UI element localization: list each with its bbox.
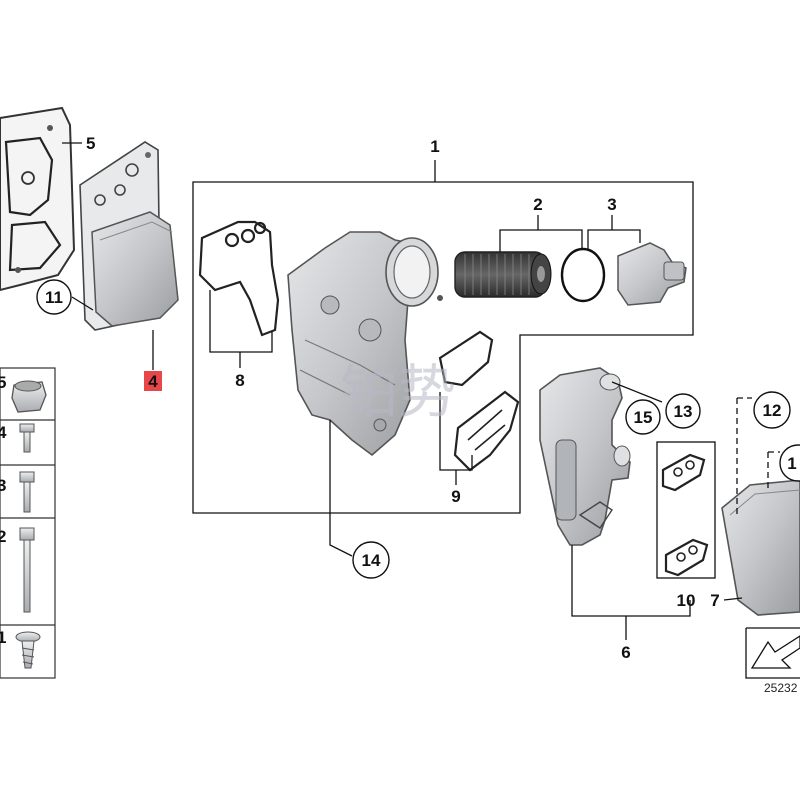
leader-16 <box>767 451 780 492</box>
callout-14[interactable]: 14 <box>362 551 381 570</box>
gasket-9[interactable] <box>438 330 520 472</box>
panel-row-2[interactable]: 2 <box>0 527 6 546</box>
callout-3[interactable]: 3 <box>607 195 616 214</box>
callout-8[interactable]: 8 <box>235 371 244 390</box>
hardware-panel <box>0 367 56 679</box>
leader-8 <box>209 290 273 368</box>
gasket-8[interactable] <box>198 220 280 337</box>
orientation-symbol <box>745 627 800 679</box>
callout-1[interactable]: 1 <box>430 137 439 156</box>
oil-filter-housing[interactable] <box>287 231 443 457</box>
panel-row-4[interactable]: 4 <box>0 423 7 442</box>
callout-16[interactable]: 1 <box>787 454 796 473</box>
filter-element-2[interactable] <box>454 251 552 298</box>
leader-2 <box>499 215 583 252</box>
gasket-5[interactable] <box>0 106 76 292</box>
panel-row-1[interactable]: 1 <box>0 628 6 647</box>
assembly-1-outline <box>192 181 694 514</box>
watermark: 铂势 <box>340 358 456 426</box>
callout-9[interactable]: 9 <box>451 487 460 506</box>
oil-housing-6[interactable] <box>539 367 631 546</box>
clip-nut-icon <box>11 380 47 413</box>
callout-4[interactable]: 4 <box>148 372 158 391</box>
callout-11[interactable]: 11 <box>45 288 63 307</box>
callout-16-circle <box>779 444 800 482</box>
callout-15[interactable]: 15 <box>634 408 653 427</box>
leader-6 <box>571 545 691 640</box>
callout-4-highlight <box>144 371 162 391</box>
callout-6[interactable]: 6 <box>621 643 630 662</box>
callout-12[interactable]: 12 <box>763 401 782 420</box>
leader-12 <box>736 397 752 516</box>
callout-13-circle <box>665 393 701 429</box>
callout-15-circle <box>625 399 661 435</box>
leader-7 <box>723 597 743 601</box>
leader-3 <box>587 215 641 250</box>
oil-cooler-4[interactable] <box>79 141 179 331</box>
panel-row-3[interactable]: 3 <box>0 476 6 495</box>
callout-2[interactable]: 2 <box>533 195 542 214</box>
leader-13 <box>611 381 663 403</box>
callout-13[interactable]: 13 <box>674 402 693 421</box>
filter-cap-3[interactable] <box>617 242 687 306</box>
leader-14 <box>329 420 353 557</box>
callout-7[interactable]: 7 <box>710 591 719 610</box>
short-bolt-icon <box>19 423 35 453</box>
leader-9 <box>439 392 473 485</box>
leader-11 <box>71 296 94 311</box>
panel-row-5[interactable]: 5 <box>0 373 6 392</box>
callout-10[interactable]: 10 <box>677 591 696 610</box>
reference-number: 25232 <box>764 681 798 695</box>
gasket-10-box <box>656 441 716 579</box>
bolt-icon <box>19 471 35 513</box>
oil-cooler-7[interactable] <box>721 479 800 616</box>
callout-11-circle <box>36 279 72 315</box>
gasket-10[interactable] <box>661 453 709 577</box>
callout-12-circle <box>753 391 791 429</box>
callout-5[interactable]: 5 <box>86 134 95 153</box>
screw-icon <box>15 631 41 669</box>
long-bolt-icon <box>19 527 35 613</box>
o-ring[interactable] <box>560 247 606 303</box>
callout-14-circle <box>352 541 390 579</box>
